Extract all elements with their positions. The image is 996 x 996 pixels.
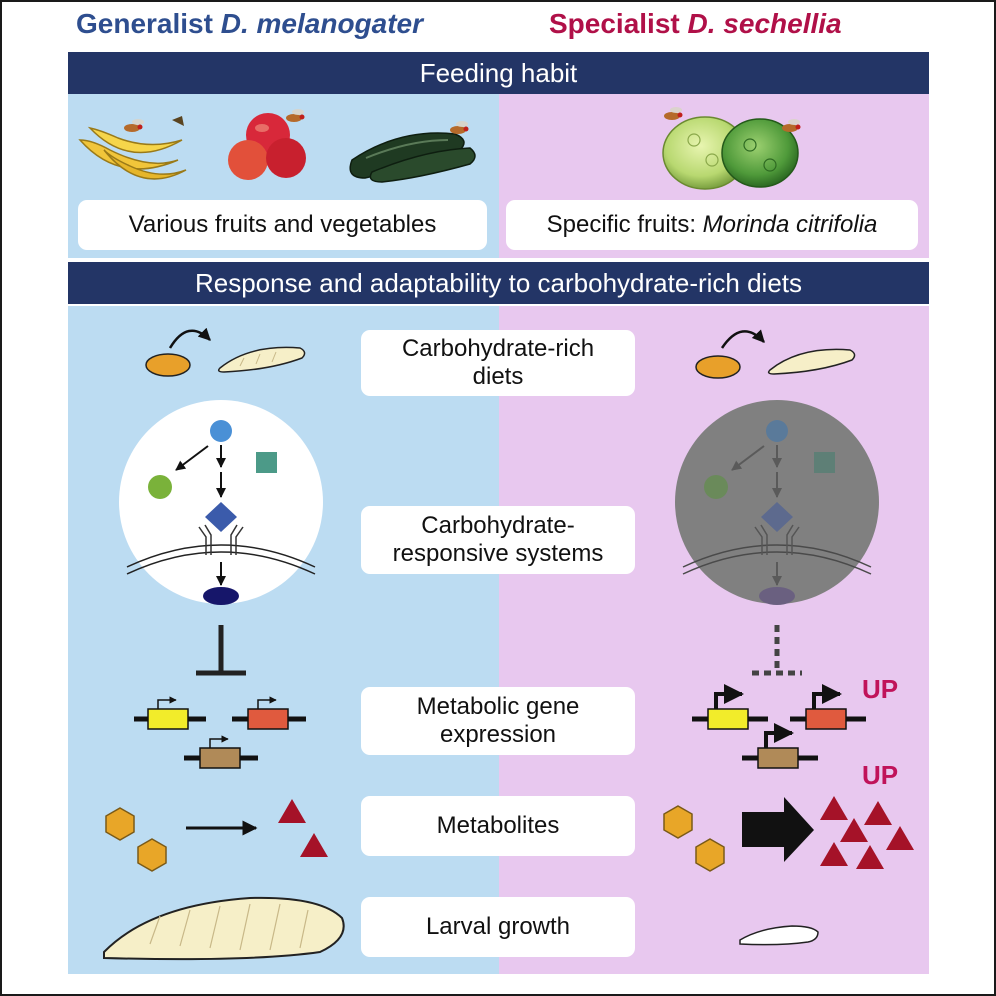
signaling-cell-left [119,400,323,605]
larval-growth-card: Larval growth [361,897,635,957]
fly-icon [782,119,801,132]
nectarine-icon [228,113,306,180]
generalist-title: Generalist D. melanogater [76,8,424,39]
egg-to-larva-right [695,329,856,379]
inhibition-bar-left [196,625,246,676]
specialist-title: Specialist D. sechellia [549,8,842,39]
egg-to-larva-left [145,327,306,377]
specialist-diet-card: Specific fruits: Morinda citrifolia [506,200,918,250]
fly-icon [286,109,305,122]
generalist-diet-card: Various fruits and vegetables [78,200,487,250]
banana-icon [78,116,187,180]
metabolites-left [105,799,328,872]
metabolites-right [663,796,914,872]
large-larva-icon [103,896,345,961]
fly-icon [664,107,683,120]
responsive-systems-card: Carbohydrate-responsive systems [361,506,635,574]
inhibition-bar-right-dashed [752,625,802,676]
noni-fruit-icon [662,116,799,190]
zucchini-icon [349,132,476,183]
fly-icon [124,119,144,132]
gene-cassettes-right [692,684,866,769]
up-label-metabolites: UP [862,760,899,790]
signaling-cell-right [675,400,879,605]
feeding-habit-band: Feeding habit [68,52,929,94]
response-band: Response and adaptability to carbohydrat… [68,262,929,304]
small-larva-icon [739,925,819,946]
gene-cassettes-left [134,696,306,769]
fly-icon [450,121,469,134]
metabolites-card: Metabolites [361,796,635,856]
up-label-genes: UP [862,674,899,704]
